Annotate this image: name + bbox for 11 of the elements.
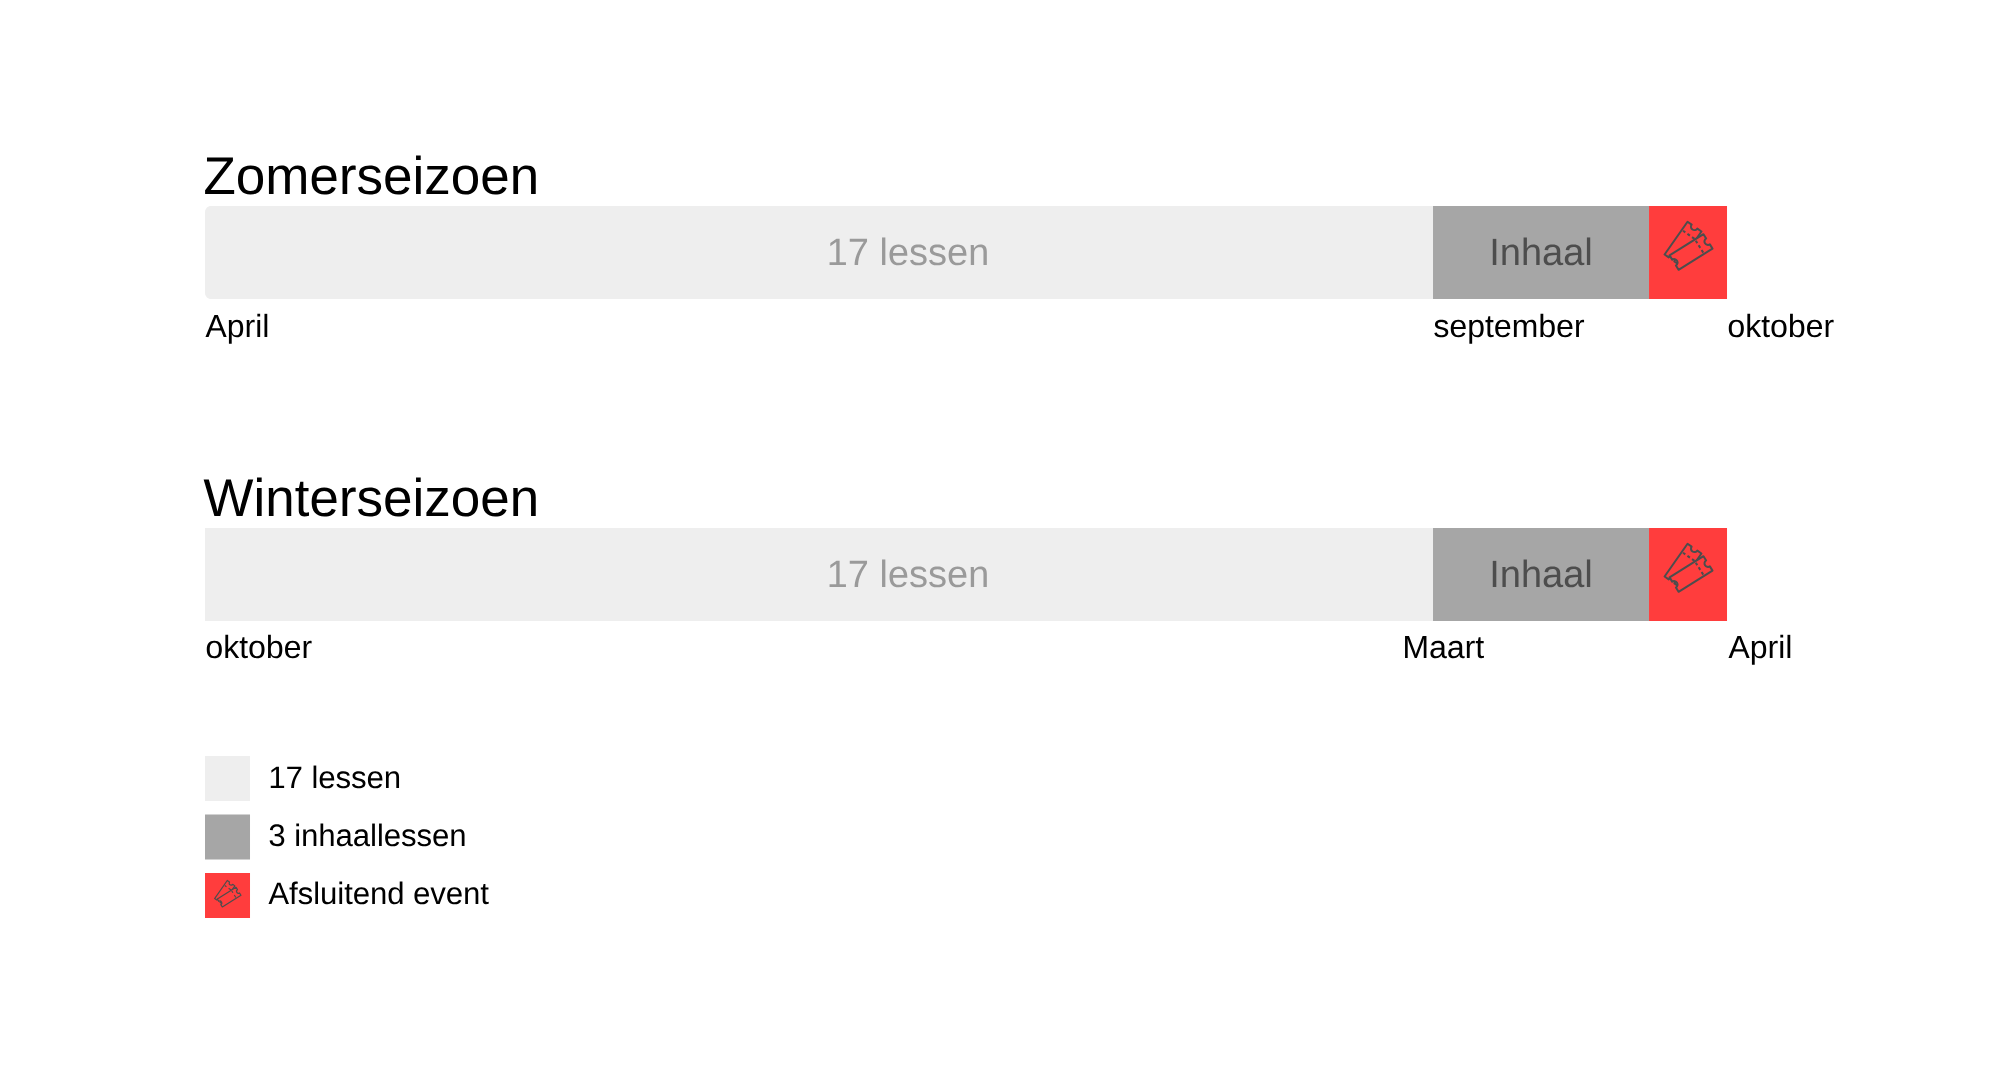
month-label: Maart <box>1405 636 1484 659</box>
legend-label: Afsluitend event <box>268 881 489 905</box>
bar-segment: Inhaal <box>1433 206 1649 299</box>
legend-label: 17 lessen <box>270 765 400 789</box>
bar-segment: 17 lessen <box>205 528 1433 621</box>
month-label: september <box>1434 313 1585 344</box>
month-label: April <box>1728 634 1791 665</box>
bar-segment: 17 lessen <box>205 206 1433 299</box>
month-label: oktober <box>1728 313 1834 338</box>
legend-label: 3 inhaallessen <box>269 823 465 847</box>
bar-segment: Inhaal <box>1433 528 1649 621</box>
